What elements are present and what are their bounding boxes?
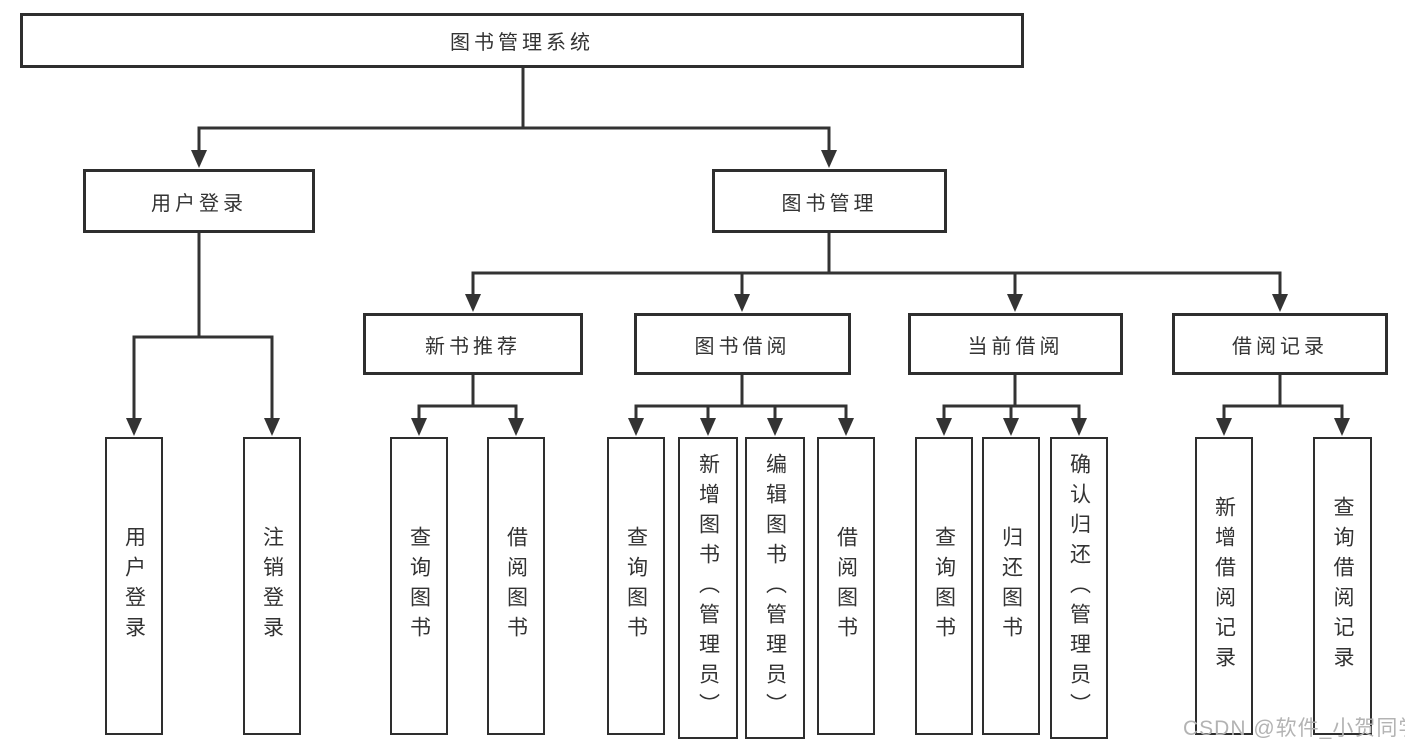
leaf-confirm-return-admin: 确认归还（管理员） — [1050, 437, 1108, 739]
node-borrow-records: 借阅记录 — [1172, 313, 1388, 375]
leaf-add-borrow-record: 新增借阅记录 — [1195, 437, 1253, 735]
connector-current-to-leaves — [942, 373, 1081, 422]
node-current-borrow: 当前借阅 — [908, 313, 1123, 375]
connector-login-to-leaves — [132, 231, 274, 422]
node-book-borrow: 图书借阅 — [634, 313, 851, 375]
node-library-system: 图书管理系统 — [20, 13, 1024, 68]
leaf-label: 新增借阅记录 — [1212, 496, 1236, 676]
connector-borrow-to-leaves — [634, 373, 848, 422]
leaf-borrow-books: 借阅图书 — [817, 437, 875, 735]
leaf-user-login: 用户登录 — [105, 437, 163, 735]
connector-recommend-to-leaves — [417, 373, 518, 422]
arrowheads — [126, 150, 1350, 436]
leaf-label: 查询图书 — [407, 526, 431, 646]
connector-records-to-leaves — [1222, 373, 1344, 422]
connector-mgmt-to-level3 — [471, 231, 1282, 298]
leaf-logout: 注销登录 — [243, 437, 301, 735]
connector-root-to-level2 — [197, 66, 831, 154]
leaf-query-books-recommend: 查询图书 — [390, 437, 448, 735]
leaf-label: 编辑图书（管理员） — [763, 453, 787, 723]
leaf-query-books-borrow: 查询图书 — [607, 437, 665, 735]
leaf-label: 查询图书 — [624, 526, 648, 646]
leaf-label: 用户登录 — [122, 526, 146, 646]
leaf-label: 借阅图书 — [504, 526, 528, 646]
node-book-management: 图书管理 — [712, 169, 947, 233]
leaf-label: 注销登录 — [260, 526, 284, 646]
leaf-label: 查询借阅记录 — [1331, 496, 1354, 676]
leaf-return-books: 归还图书 — [982, 437, 1040, 735]
leaf-label: 新增图书（管理员） — [696, 453, 720, 723]
leaf-edit-books-admin: 编辑图书（管理员） — [745, 437, 805, 739]
leaf-borrow-books-recommend: 借阅图书 — [487, 437, 545, 735]
leaf-label: 确认归还（管理员） — [1067, 453, 1091, 723]
node-user-login: 用户登录 — [83, 169, 315, 233]
leaf-label: 查询图书 — [932, 526, 956, 646]
leaf-query-books-current: 查询图书 — [915, 437, 973, 735]
leaf-label: 借阅图书 — [834, 526, 858, 646]
csdn-watermark: CSDN @软件_小贺同学 — [1183, 717, 1405, 740]
leaf-add-books-admin: 新增图书（管理员） — [678, 437, 738, 739]
leaf-query-borrow-record: 查询借阅记录 — [1313, 437, 1372, 735]
node-new-book-recommend: 新书推荐 — [363, 313, 583, 375]
leaf-label: 归还图书 — [999, 526, 1023, 646]
